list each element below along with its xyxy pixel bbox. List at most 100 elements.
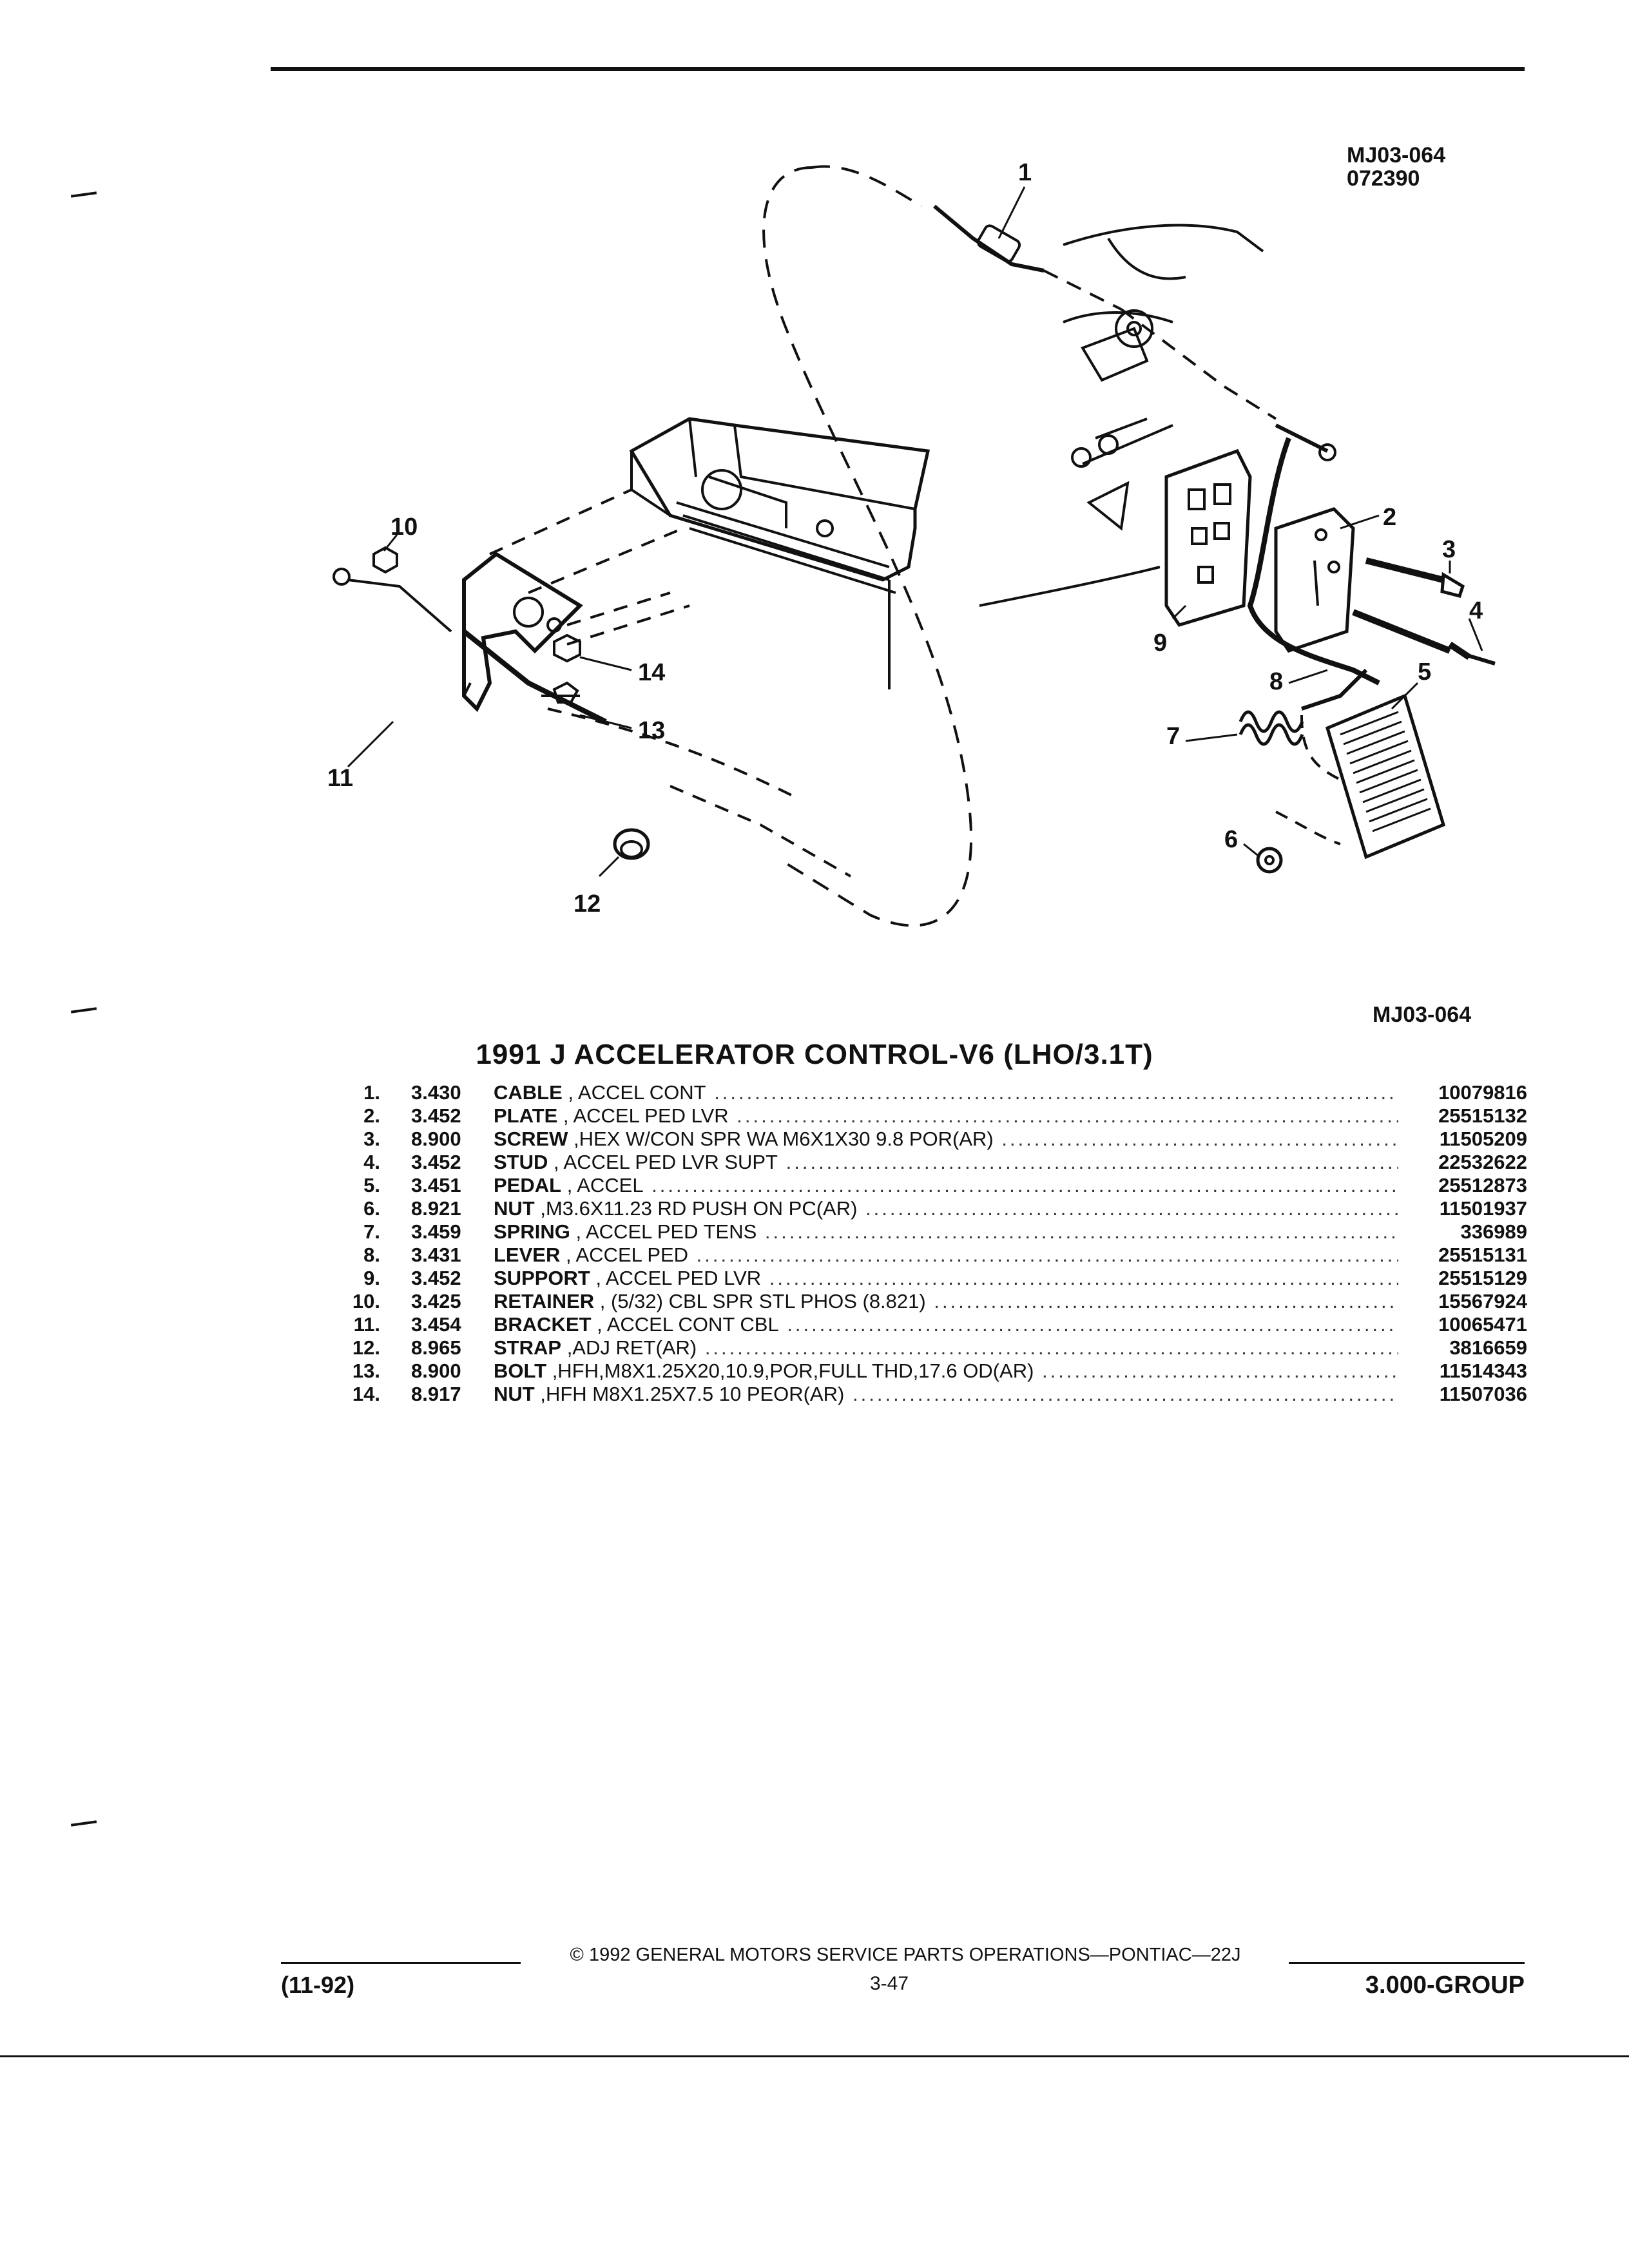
part-name: NUT bbox=[494, 1197, 535, 1220]
part-number: 11507036 bbox=[1439, 1383, 1527, 1405]
part-description: SCREW ,HEX W/CON SPR WA M6X1X30 9.8 POR(… bbox=[494, 1128, 1398, 1151]
item-number: 4. bbox=[363, 1151, 380, 1173]
leader-dots: ........................................… bbox=[853, 1383, 1398, 1405]
item-number: 11. bbox=[353, 1313, 380, 1336]
leader-dots: ........................................… bbox=[714, 1081, 1398, 1104]
part-name: CABLE bbox=[494, 1081, 563, 1104]
part-description: BRACKET , ACCEL CONT CBL ...............… bbox=[494, 1313, 1398, 1336]
leader-dots: ........................................… bbox=[1001, 1128, 1398, 1150]
part-name: SCREW bbox=[494, 1128, 568, 1150]
table-row: 11. 3.454 BRACKET , ACCEL CONT CBL .......… bbox=[309, 1313, 1527, 1336]
leader-dots: ........................................… bbox=[651, 1174, 1398, 1196]
leader-dots: ........................................… bbox=[934, 1290, 1398, 1312]
part-name: STRAP bbox=[494, 1336, 562, 1359]
callout-1: 1 bbox=[1018, 159, 1032, 186]
part-detail: , ACCEL PED LVR SUPT bbox=[548, 1151, 778, 1173]
part-description: SPRING , ACCEL PED TENS ................… bbox=[494, 1220, 1398, 1244]
table-row: 1. 3.430 CABLE , ACCEL CONT ..............… bbox=[309, 1081, 1527, 1104]
part-detail: ,ADJ RET(AR) bbox=[561, 1336, 697, 1359]
callout-5: 5 bbox=[1418, 658, 1431, 686]
group-number: 3.425 bbox=[411, 1290, 461, 1312]
item-number: 2. bbox=[363, 1104, 380, 1127]
part-description: CABLE , ACCEL CONT .....................… bbox=[494, 1081, 1398, 1104]
item-number: 9. bbox=[363, 1267, 380, 1289]
part-number: 3816659 bbox=[1449, 1336, 1527, 1359]
part-detail: ,HFH,M8X1.25X20,10.9,POR,FULL THD,17.6 O… bbox=[546, 1360, 1034, 1382]
callout-2: 2 bbox=[1383, 504, 1396, 531]
group-number: 3.452 bbox=[411, 1104, 461, 1127]
part-detail: , ACCEL bbox=[561, 1174, 644, 1196]
leader-dots: ........................................… bbox=[865, 1197, 1398, 1220]
group-number: 8.900 bbox=[411, 1360, 461, 1382]
leader-dots: ........................................… bbox=[704, 1336, 1398, 1359]
footer-group: 3.000-GROUP bbox=[1365, 1972, 1525, 1999]
group-number: 3.430 bbox=[411, 1081, 461, 1104]
table-row: 14. 8.917 NUT ,HFH M8X1.25X7.5 10 PEOR(AR)… bbox=[309, 1383, 1527, 1406]
callout-11: 11 bbox=[327, 765, 353, 792]
part-number: 22532622 bbox=[1438, 1151, 1527, 1173]
punch-mark-2 bbox=[70, 1007, 97, 1014]
part-name: SPRING bbox=[494, 1220, 570, 1243]
callout-3: 3 bbox=[1442, 536, 1456, 563]
callout-6: 6 bbox=[1224, 826, 1238, 853]
part-description: LEVER , ACCEL PED ......................… bbox=[494, 1244, 1398, 1267]
part-number: 10079816 bbox=[1438, 1081, 1527, 1104]
part-detail: ,M3.6X11.23 RD PUSH ON PC(AR) bbox=[534, 1197, 858, 1220]
part-name: STUD bbox=[494, 1151, 548, 1173]
diagram-date-code: 072390 bbox=[1347, 166, 1420, 191]
callout-12: 12 bbox=[574, 890, 601, 918]
part-number: 336989 bbox=[1460, 1220, 1527, 1243]
callout-4: 4 bbox=[1469, 597, 1483, 624]
item-number: 3. bbox=[363, 1128, 380, 1150]
part-number: 11514343 bbox=[1439, 1360, 1527, 1382]
part-description: NUT ,M3.6X11.23 RD PUSH ON PC(AR) ......… bbox=[494, 1197, 1398, 1220]
bottom-rule bbox=[0, 2055, 1629, 2057]
part-detail: , ACCEL PED bbox=[560, 1244, 689, 1266]
part-name: RETAINER bbox=[494, 1290, 595, 1312]
part-detail: , (5/32) CBL SPR STL PHOS (8.821) bbox=[594, 1290, 926, 1312]
part-description: PLATE , ACCEL PED LVR ..................… bbox=[494, 1104, 1398, 1128]
part-name: LEVER bbox=[494, 1244, 561, 1266]
group-number: 3.459 bbox=[411, 1220, 461, 1243]
table-row: 2. 3.452 PLATE , ACCEL PED LVR ...........… bbox=[309, 1104, 1527, 1128]
item-number: 10. bbox=[352, 1290, 380, 1312]
part-description: BOLT ,HFH,M8X1.25X20,10.9,POR,FULL THD,1… bbox=[494, 1360, 1398, 1383]
group-number: 3.452 bbox=[411, 1151, 461, 1173]
leader-dots: ........................................… bbox=[787, 1313, 1398, 1336]
part-description: SUPPORT , ACCEL PED LVR ................… bbox=[494, 1267, 1398, 1290]
part-detail: , ACCEL CONT CBL bbox=[591, 1313, 779, 1336]
part-description: NUT ,HFH M8X1.25X7.5 10 PEOR(AR) .......… bbox=[494, 1383, 1398, 1406]
group-number: 8.917 bbox=[411, 1383, 461, 1405]
footer-page-number: 3-47 bbox=[869, 1973, 909, 1994]
item-number: 1. bbox=[363, 1081, 380, 1104]
part-description: RETAINER , (5/32) CBL SPR STL PHOS (8.82… bbox=[494, 1290, 1398, 1313]
group-number: 3.454 bbox=[411, 1313, 461, 1336]
leader-dots: ........................................… bbox=[764, 1220, 1398, 1243]
part-description: PEDAL , ACCEL ..........................… bbox=[494, 1174, 1398, 1197]
part-description: STRAP ,ADJ RET(AR) .....................… bbox=[494, 1336, 1398, 1360]
callout-13: 13 bbox=[638, 717, 665, 744]
footer-rule-right bbox=[1289, 1962, 1525, 1964]
part-number: 25512873 bbox=[1438, 1174, 1527, 1196]
leader-dots: ........................................… bbox=[696, 1244, 1398, 1266]
part-name: NUT bbox=[494, 1383, 535, 1405]
footer-copyright: © 1992 GENERAL MOTORS SERVICE PARTS OPER… bbox=[570, 1945, 1241, 1965]
punch-mark-3 bbox=[70, 1820, 97, 1827]
callout-9: 9 bbox=[1153, 629, 1167, 657]
footer-rule-left bbox=[281, 1962, 521, 1964]
part-name: PLATE bbox=[494, 1104, 558, 1127]
punch-mark-1 bbox=[70, 191, 97, 198]
item-number: 14. bbox=[352, 1383, 380, 1405]
part-number: 25515131 bbox=[1438, 1244, 1527, 1266]
group-number: 3.431 bbox=[411, 1244, 461, 1266]
group-number: 3.452 bbox=[411, 1267, 461, 1289]
item-number: 6. bbox=[363, 1197, 380, 1220]
callout-10: 10 bbox=[390, 514, 418, 541]
group-number: 3.451 bbox=[411, 1174, 461, 1196]
table-row: 10. 3.425 RETAINER , (5/32) CBL SPR STL PH… bbox=[309, 1290, 1527, 1313]
